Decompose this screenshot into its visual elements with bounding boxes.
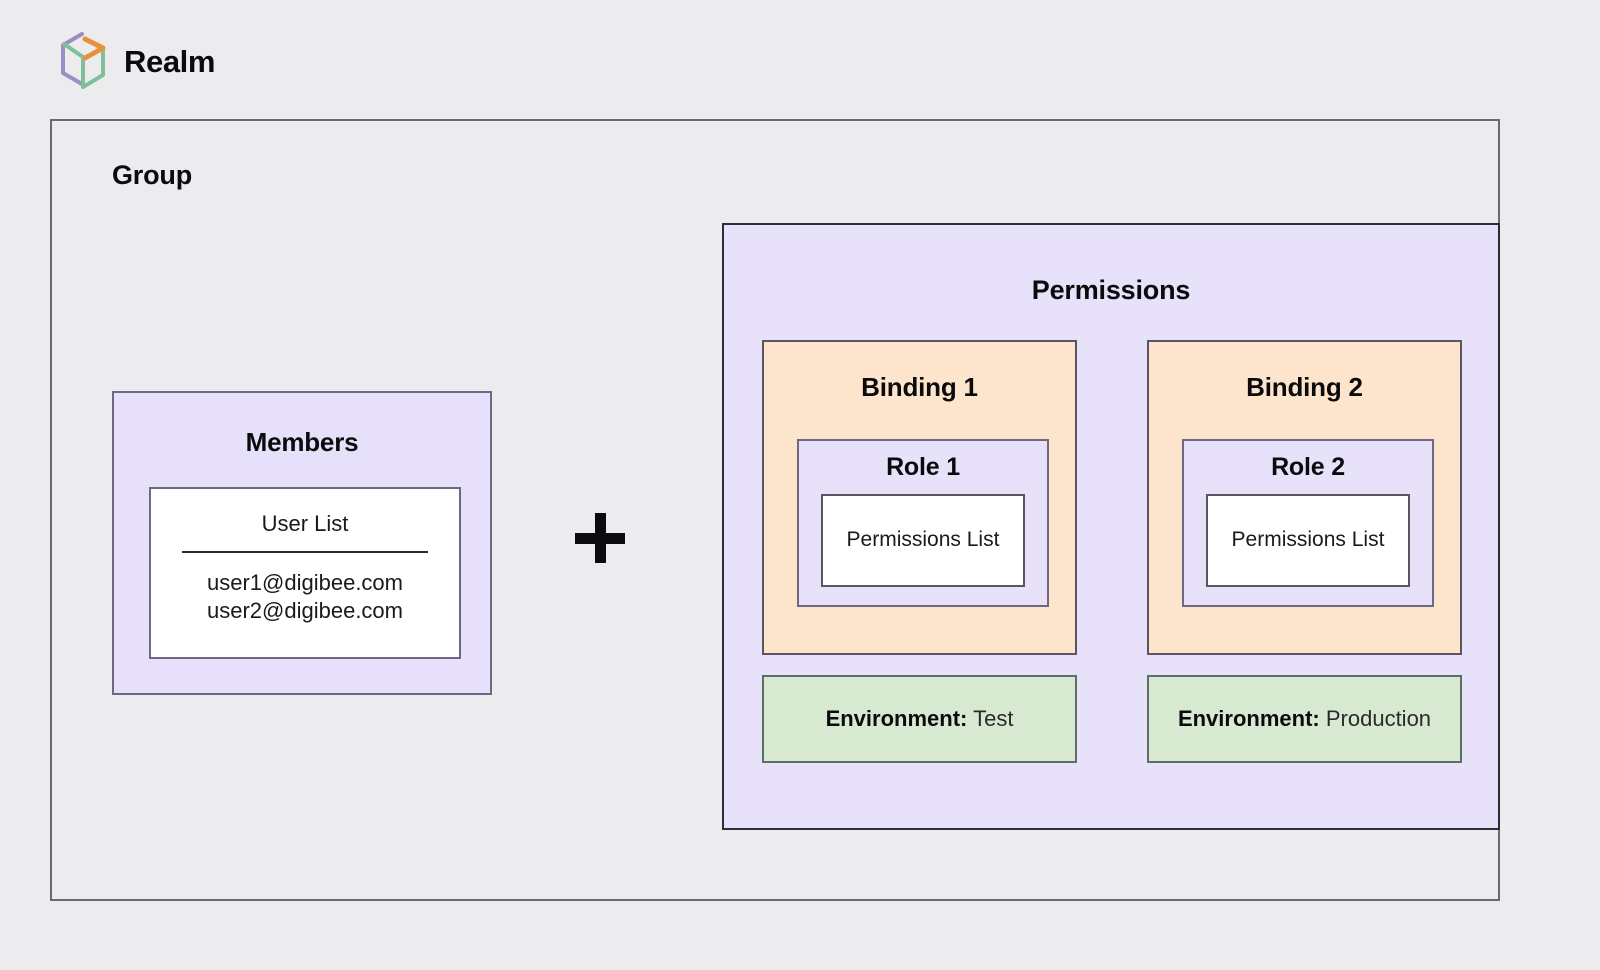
- environment-value: Production: [1325, 706, 1432, 731]
- binding-title: Binding 2: [1246, 372, 1363, 402]
- environment-box-1: Environment: Test: [762, 675, 1077, 763]
- user-list-card: User List user1@digibee.com user2@digibe…: [149, 487, 461, 659]
- binding-title: Binding 1: [861, 372, 978, 402]
- permissions-list-label: Permissions List: [846, 528, 1000, 552]
- permissions-list-card: Permissions List: [1206, 494, 1410, 587]
- environment-text: Environment: Test: [826, 706, 1014, 732]
- environment-label: Environment:: [1177, 706, 1320, 731]
- role-title: Role 2: [1271, 453, 1345, 481]
- plus-icon: [575, 513, 625, 563]
- environment-row: Environment: Test Environment: Productio…: [762, 675, 1462, 763]
- permissions-list-label: Permissions List: [1231, 528, 1385, 552]
- permissions-title: Permissions: [1031, 275, 1191, 305]
- role-box-1: Role 1 Permissions List: [797, 439, 1049, 607]
- permissions-list-card: Permissions List: [821, 494, 1025, 587]
- permissions-panel: Permissions Binding 1 Role 1 Permissions…: [722, 223, 1500, 830]
- environment-box-2: Environment: Production: [1147, 675, 1462, 763]
- environment-text: Environment: Production: [1178, 706, 1431, 732]
- cube-arrow-logo-icon: [58, 30, 110, 92]
- environment-value: Test: [973, 706, 1014, 731]
- binding-box-2: Binding 2 Role 2 Permissions List: [1147, 340, 1462, 655]
- brand-header: Realm: [58, 30, 215, 92]
- plus-icon-vertical-bar: [595, 513, 606, 563]
- user-list-entries: user1@digibee.com user2@digibee.com: [151, 569, 459, 625]
- user-list-title: User List: [261, 511, 349, 536]
- list-item: user2@digibee.com: [207, 598, 403, 624]
- role-title: Role 1: [886, 453, 960, 481]
- members-title: Members: [245, 427, 359, 457]
- group-title: Group: [112, 160, 192, 190]
- environment-label: Environment:: [825, 706, 968, 731]
- members-panel: Members User List user1@digibee.com user…: [112, 391, 492, 695]
- brand-name: Realm: [124, 43, 216, 79]
- role-box-2: Role 2 Permissions List: [1182, 439, 1434, 607]
- list-item: user1@digibee.com: [207, 570, 403, 595]
- binding-box-1: Binding 1 Role 1 Permissions List: [762, 340, 1077, 655]
- binding-row: Binding 1 Role 1 Permissions List Bindin…: [762, 340, 1462, 655]
- user-list-divider: [182, 551, 428, 553]
